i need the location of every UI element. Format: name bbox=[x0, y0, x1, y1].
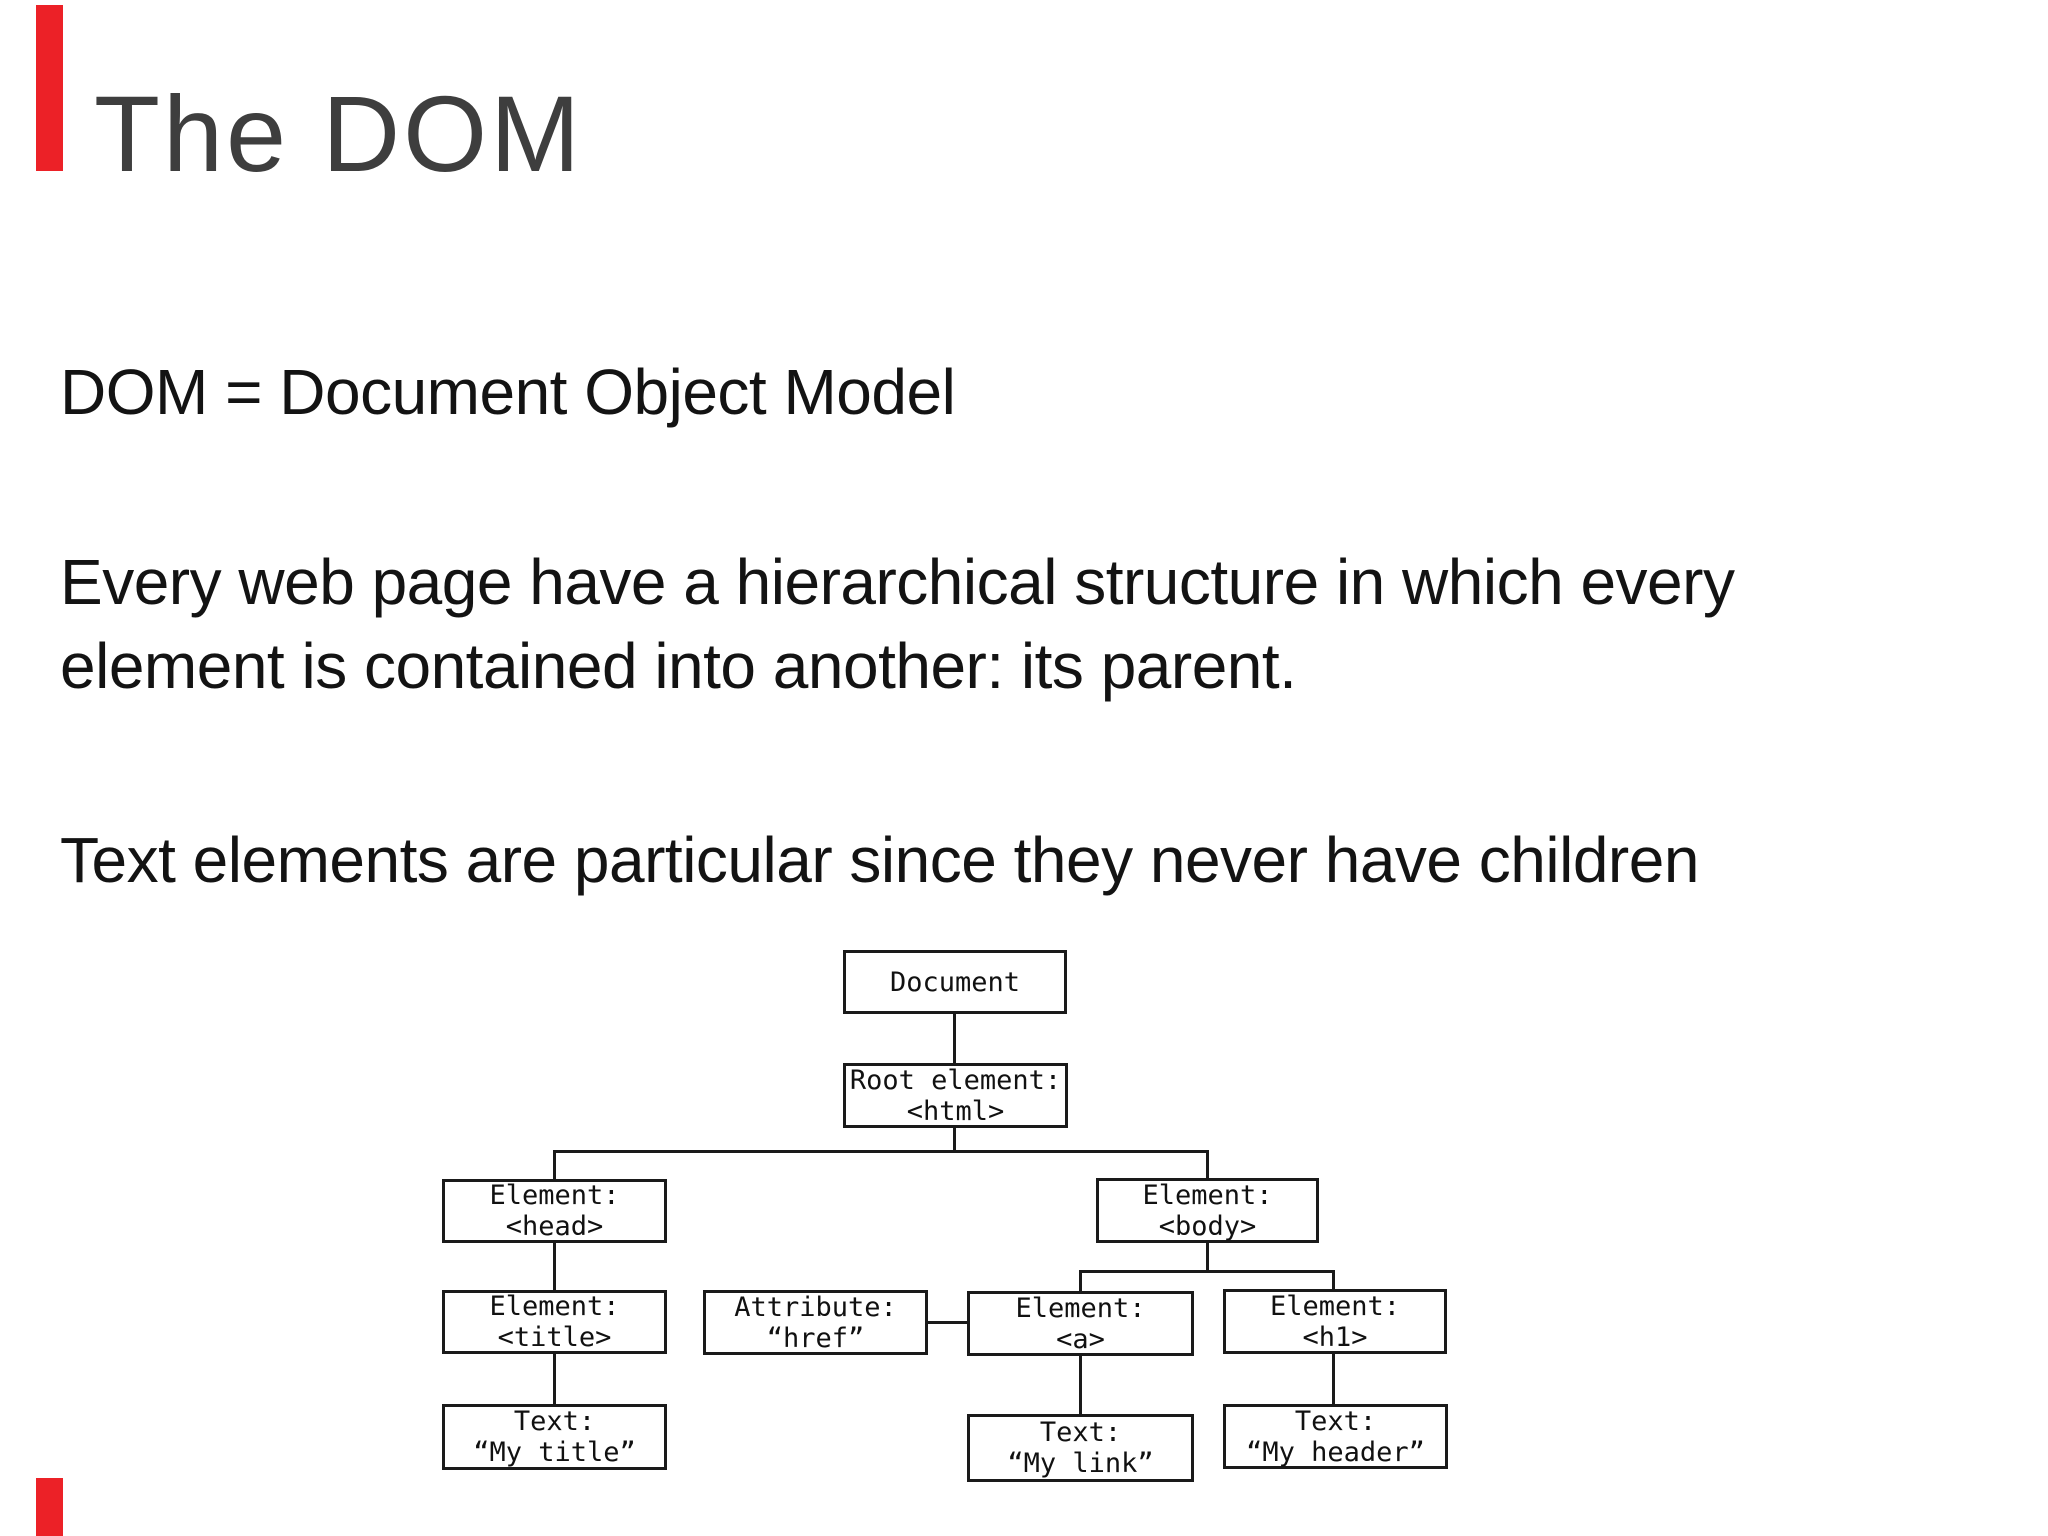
node-tag: <body> bbox=[1158, 1210, 1257, 1242]
node-attribute-href: Attribute: “href” bbox=[703, 1290, 928, 1355]
dom-tree-diagram: Document Root element: <html> Element: <… bbox=[442, 950, 1454, 1485]
connector-document-root bbox=[953, 1014, 956, 1063]
node-tag: <html> bbox=[906, 1095, 1005, 1127]
connector-a-text bbox=[1079, 1356, 1082, 1414]
node-label: Attribute: bbox=[734, 1291, 897, 1323]
node-value: “My title” bbox=[473, 1437, 636, 1468]
node-element-a: Element: <a> bbox=[967, 1291, 1194, 1356]
node-tag: <h1> bbox=[1302, 1321, 1368, 1353]
node-label: Element: bbox=[1269, 1290, 1401, 1322]
node-value: “My header” bbox=[1246, 1436, 1425, 1468]
node-tag: <title> bbox=[497, 1322, 612, 1353]
node-label: Element: bbox=[489, 1180, 620, 1211]
node-label: Root element: bbox=[849, 1064, 1062, 1096]
node-text-my-title: Text: “My title” bbox=[442, 1404, 667, 1470]
connector-root-down bbox=[953, 1128, 956, 1153]
node-text-my-link: Text: “My link” bbox=[967, 1414, 1194, 1482]
node-tag: <head> bbox=[505, 1211, 604, 1242]
node-label: Element: bbox=[1015, 1292, 1146, 1324]
page-title: The DOM bbox=[94, 73, 584, 194]
dom-definition-text: DOM = Document Object Model bbox=[60, 356, 956, 428]
connector-to-head bbox=[553, 1150, 556, 1179]
connector-attr-a bbox=[928, 1321, 967, 1324]
node-label: Element: bbox=[1142, 1179, 1273, 1211]
node-document: Document bbox=[843, 950, 1067, 1014]
node-label: Element: bbox=[489, 1291, 620, 1322]
connector-to-a bbox=[1079, 1270, 1082, 1291]
connector-title-text bbox=[553, 1354, 556, 1404]
text-elements-paragraph: Text elements are particular since they … bbox=[60, 824, 1699, 896]
connector-h1-text bbox=[1332, 1354, 1335, 1404]
node-label: Text: bbox=[1294, 1405, 1377, 1437]
red-accent-bar-bottom bbox=[36, 1478, 63, 1536]
hierarchy-paragraph: Every web page have a hierarchical struc… bbox=[60, 546, 1735, 702]
node-root-element: Root element: <html> bbox=[843, 1063, 1068, 1128]
red-accent-bar-top bbox=[36, 5, 63, 171]
connector-split-body bbox=[1079, 1270, 1335, 1273]
node-element-head: Element: <head> bbox=[442, 1179, 667, 1243]
node-element-body: Element: <body> bbox=[1096, 1178, 1319, 1243]
connector-to-body bbox=[1206, 1150, 1209, 1178]
node-text-my-header: Text: “My header” bbox=[1223, 1404, 1448, 1469]
connector-to-h1 bbox=[1332, 1270, 1335, 1289]
node-label: Document bbox=[889, 966, 1021, 998]
connector-body-down bbox=[1206, 1243, 1209, 1270]
connector-split-top bbox=[553, 1150, 1209, 1153]
node-value: “My link” bbox=[1007, 1448, 1154, 1479]
node-element-title: Element: <title> bbox=[442, 1290, 667, 1354]
node-label: Text: bbox=[1039, 1417, 1122, 1448]
connector-head-title bbox=[553, 1243, 556, 1290]
node-value: “href” bbox=[766, 1322, 865, 1354]
node-label: Text: bbox=[513, 1406, 596, 1437]
node-tag: <a> bbox=[1056, 1323, 1105, 1355]
node-element-h1: Element: <h1> bbox=[1223, 1289, 1447, 1354]
